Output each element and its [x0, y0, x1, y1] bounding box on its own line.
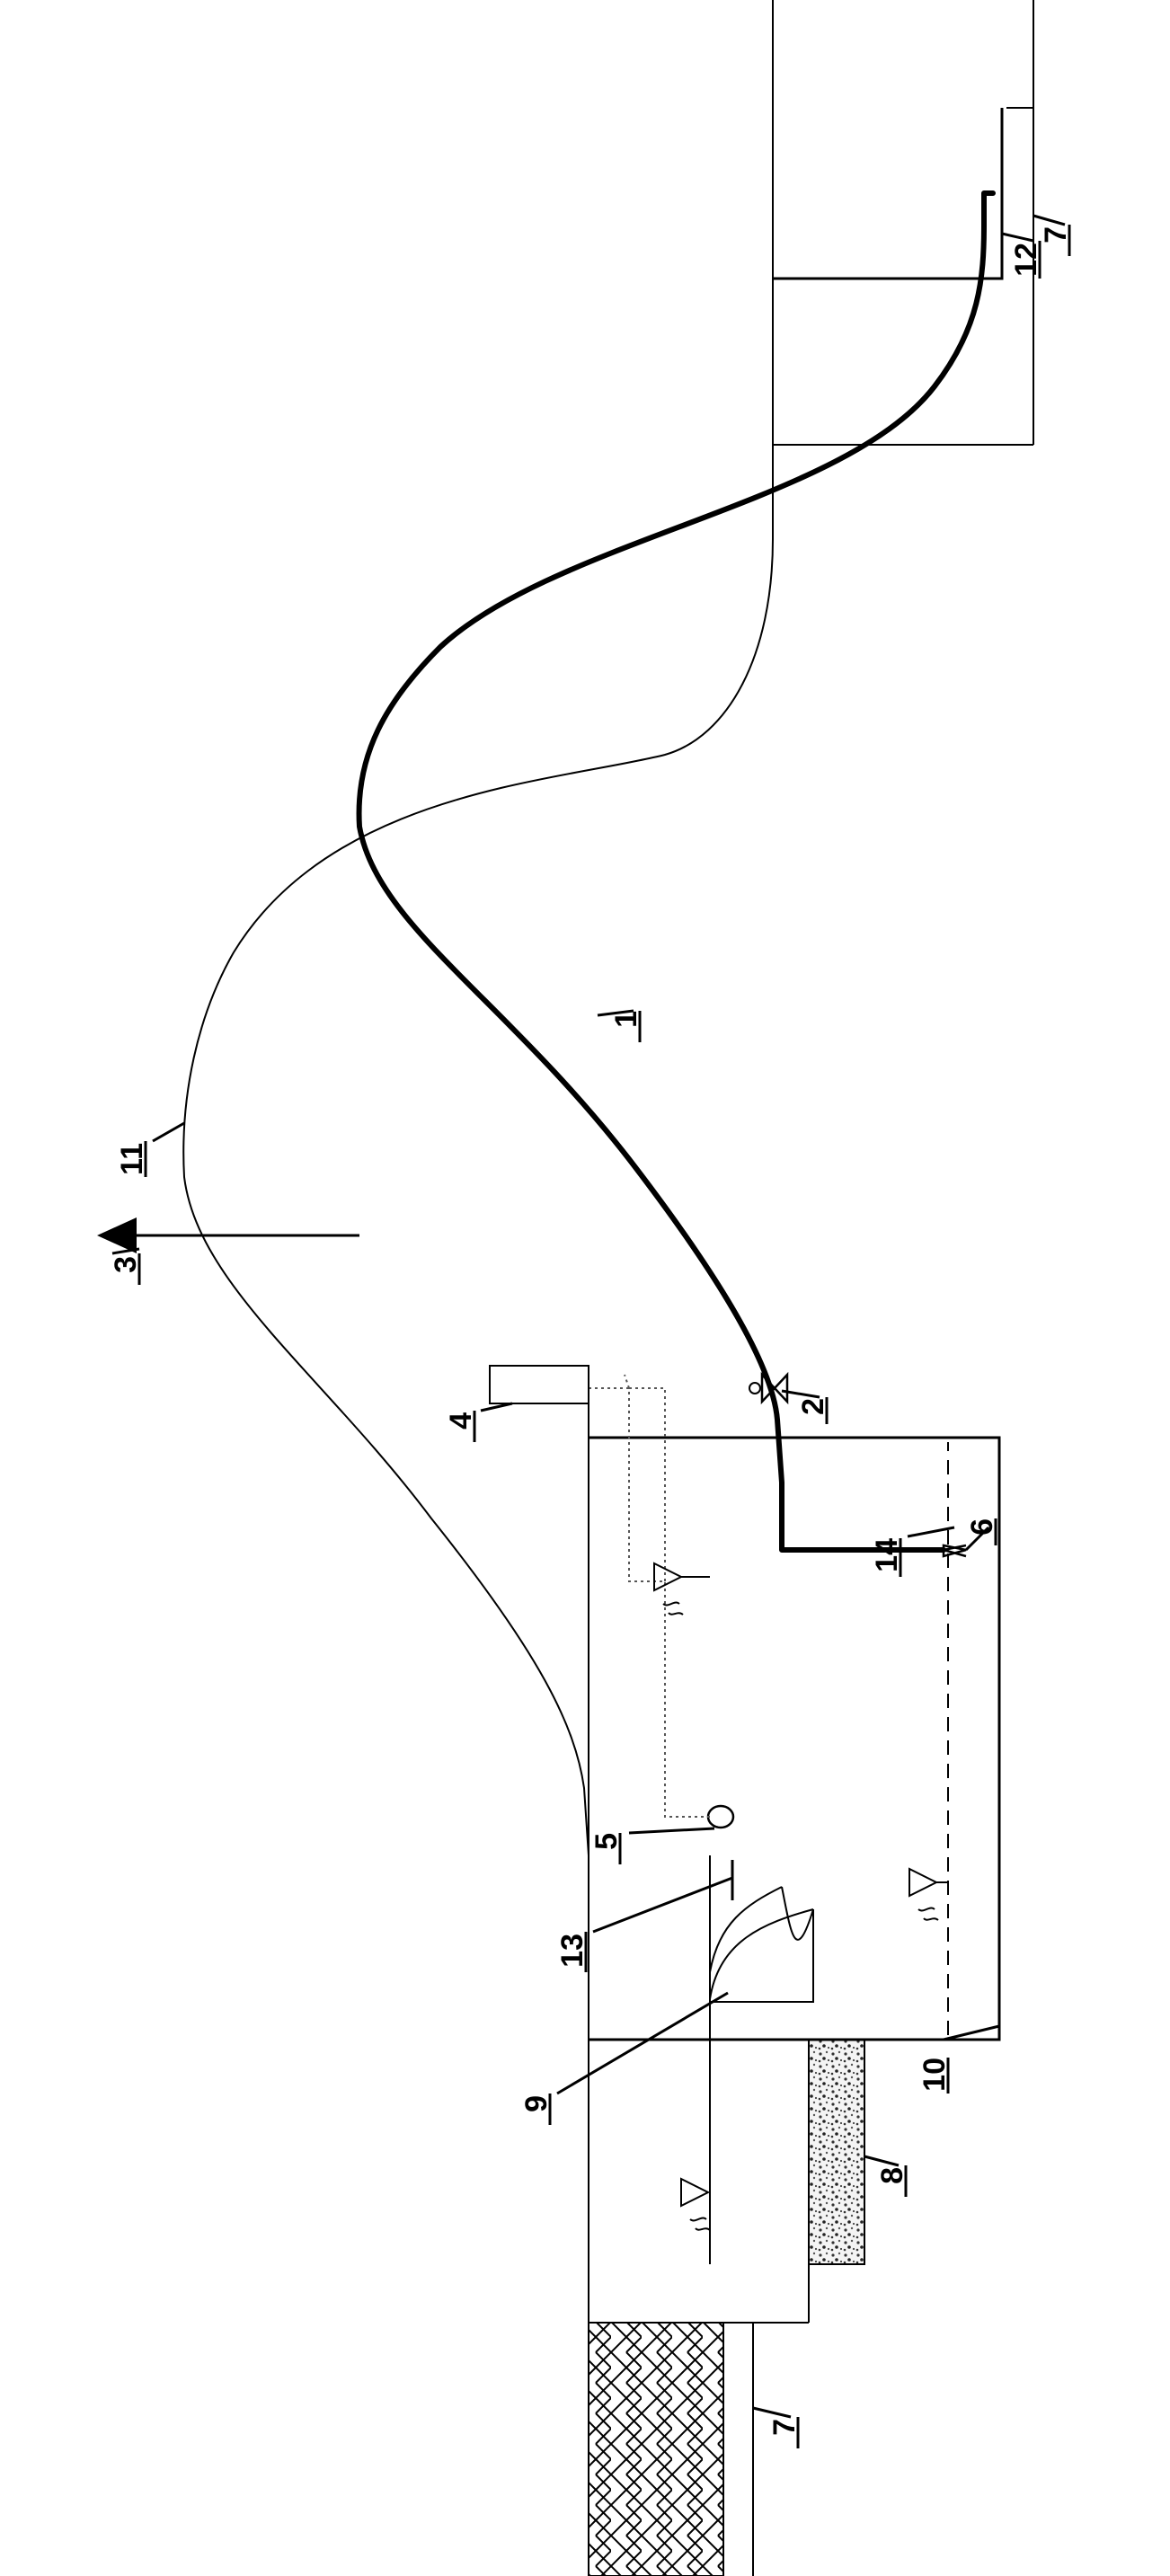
label-10: 10	[917, 2058, 952, 2092]
label-5: 5	[589, 1833, 624, 1850]
post	[489, 1365, 589, 1404]
label-2: 2	[796, 1398, 830, 1415]
label-8: 8	[875, 2167, 909, 2184]
vent-arrow-icon	[97, 1217, 137, 1253]
label-6: 6	[965, 1518, 999, 1536]
control-line-b	[629, 1387, 666, 1581]
level-mark-tank-top	[653, 1562, 710, 1616]
leader-11	[152, 1121, 185, 1143]
leader-12	[1001, 232, 1034, 243]
leader-7-right	[1033, 214, 1066, 226]
ground-profile	[182, 0, 774, 2576]
float	[706, 1804, 735, 1829]
label-12: 12	[1009, 243, 1043, 277]
control-line	[624, 1374, 710, 1818]
label-13: 13	[555, 1934, 589, 1968]
level-mark-tank-bottom	[909, 1867, 948, 1921]
siphon-pipe	[356, 190, 996, 1553]
leader-10	[943, 2024, 1000, 2041]
leader-13	[592, 1876, 733, 1934]
outlet-structure	[773, 108, 1004, 280]
gravel-bed	[808, 2039, 865, 2265]
leader-4	[480, 1402, 513, 1412]
label-7-left: 7	[767, 2419, 802, 2436]
valve-icon	[749, 1371, 789, 1405]
leader-8	[864, 2155, 900, 2167]
label-3: 3	[109, 1256, 143, 1273]
label-4: 4	[444, 1412, 478, 1430]
leader-14	[907, 1526, 955, 1538]
level-mark-basin	[680, 2177, 711, 2231]
label-11: 11	[115, 1143, 149, 1175]
leader-3	[111, 1247, 140, 1255]
bottom-valve-icon	[942, 1544, 967, 1558]
label-7-right: 7	[1039, 226, 1073, 243]
label-14: 14	[870, 1538, 904, 1572]
leader-5	[628, 1827, 715, 1835]
label-9: 9	[519, 2095, 554, 2112]
hatched-soil	[588, 2322, 724, 2576]
leader-1	[597, 1009, 634, 1017]
inlet-pipe	[709, 1886, 814, 2000]
leader-2	[781, 1389, 820, 1399]
intake-tank	[589, 1436, 1001, 2041]
leader-6	[964, 1526, 990, 1552]
inlet-pipe-end	[710, 1909, 814, 2003]
leader-7-left	[752, 2406, 792, 2419]
leader-9	[556, 1991, 729, 2095]
label-1: 1	[609, 1011, 643, 1028]
